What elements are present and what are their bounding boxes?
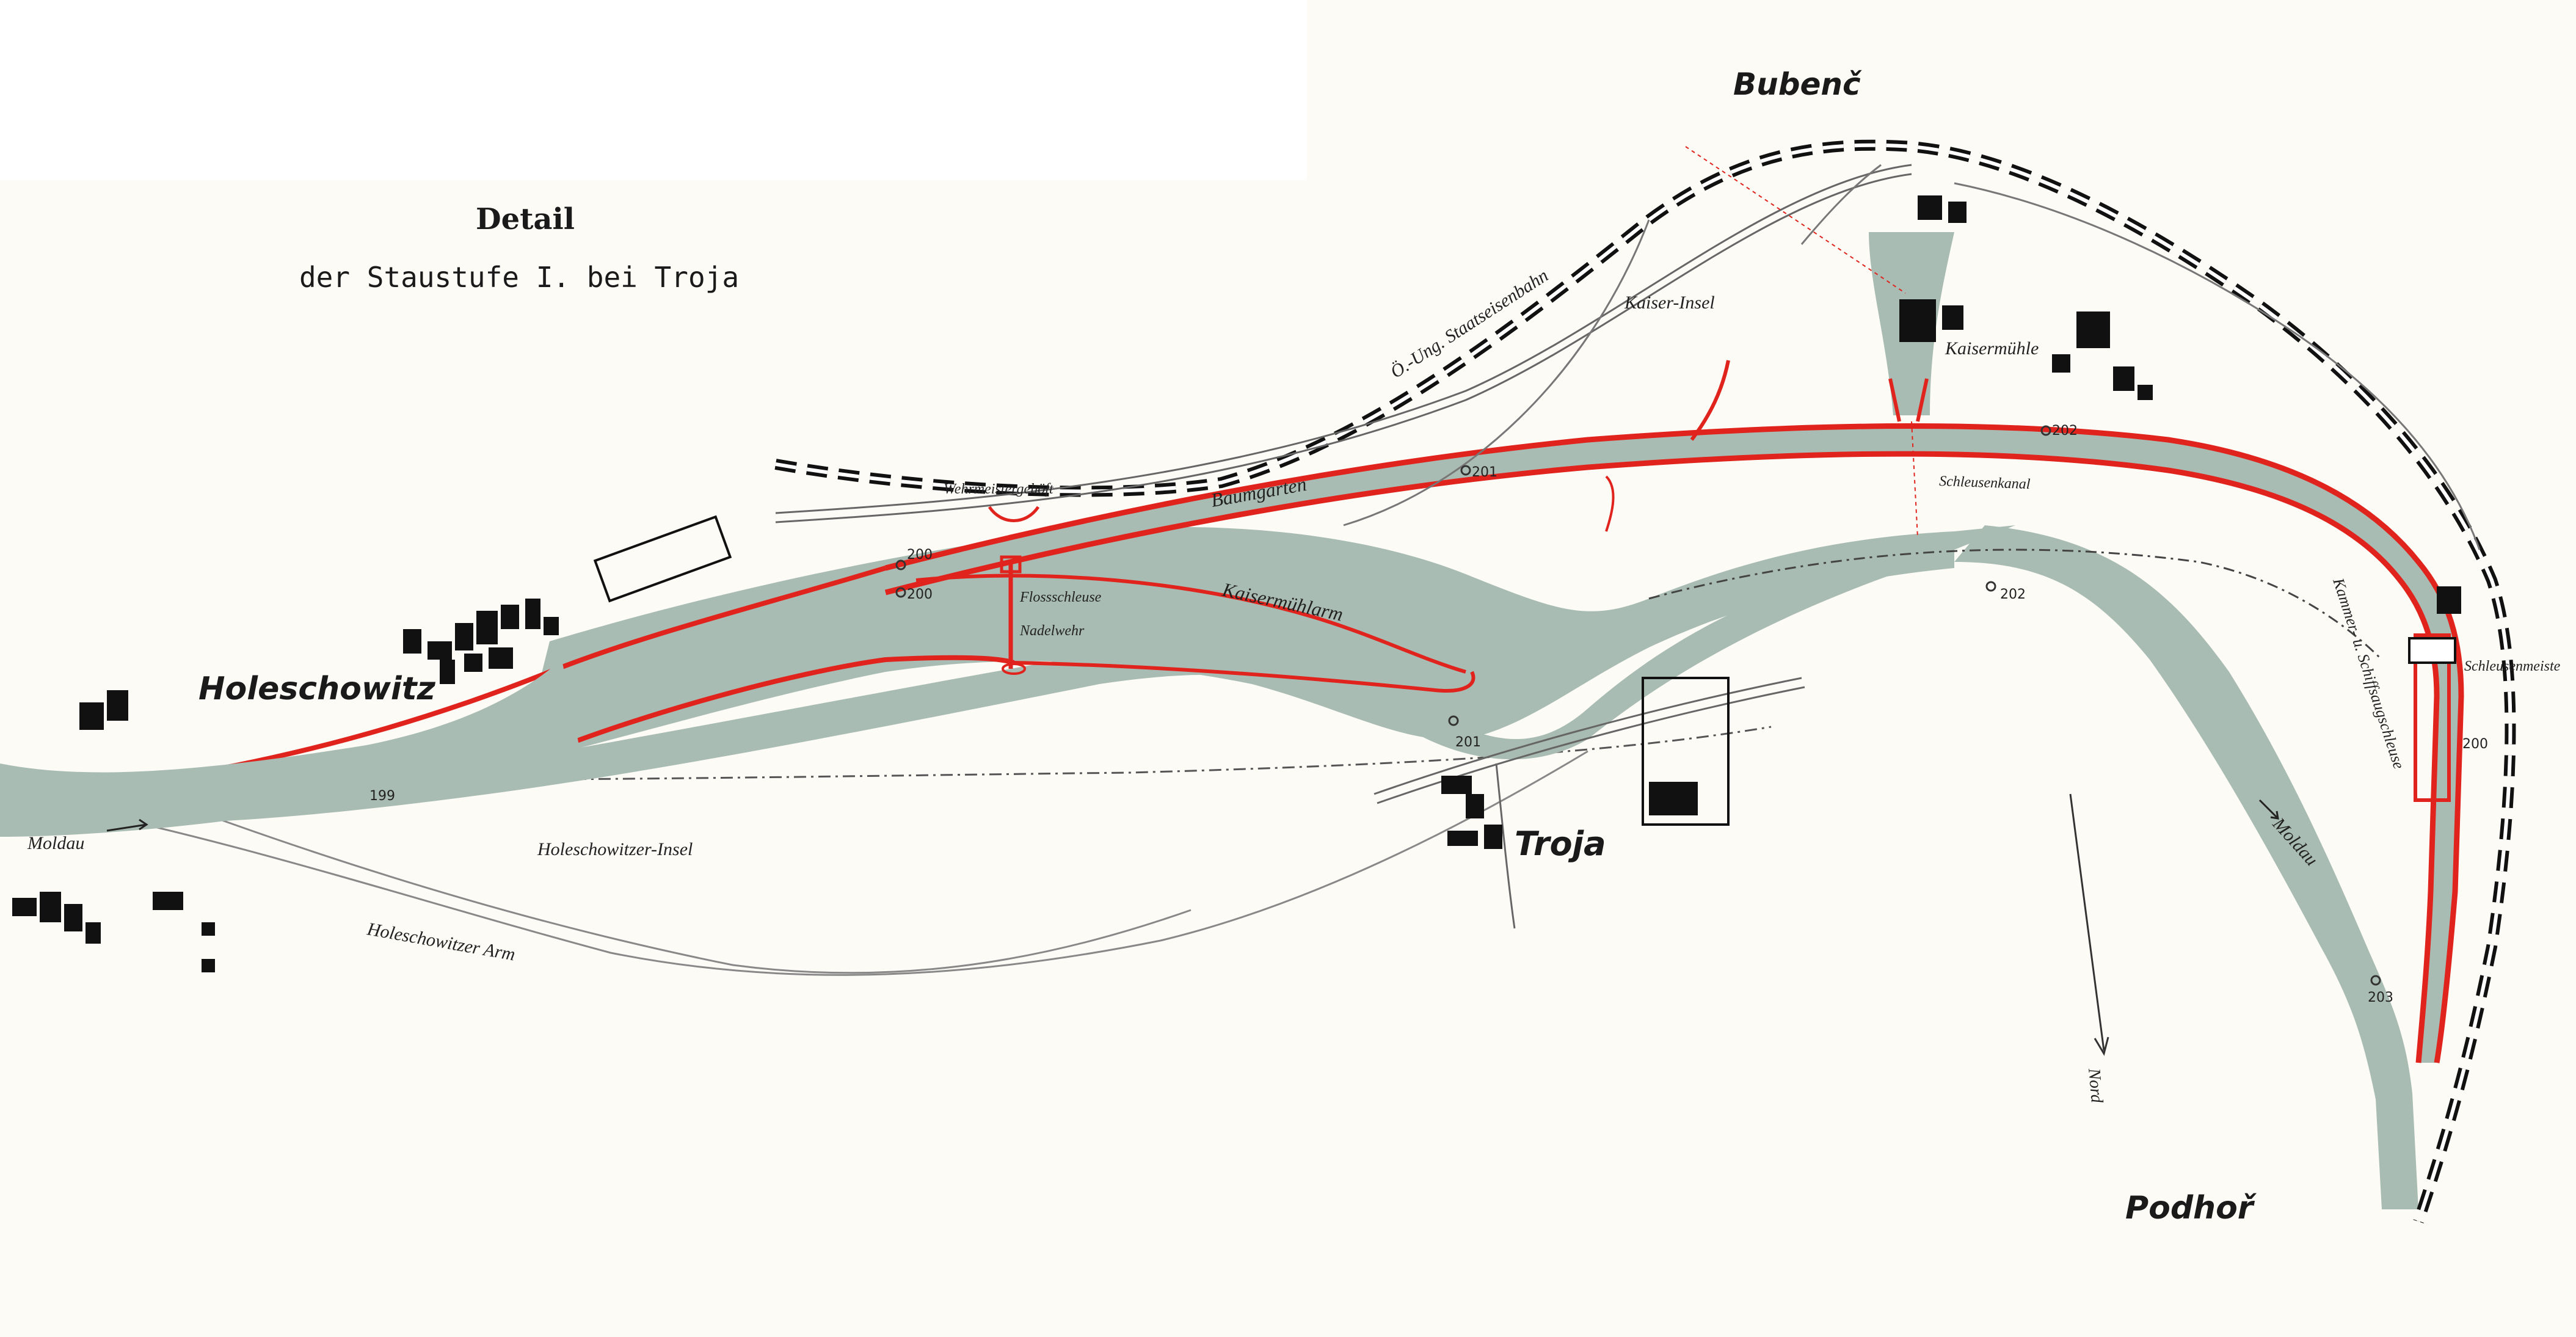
label-nadelwehr: Nadelwehr <box>1019 623 1085 639</box>
km-200-a: 200 <box>907 547 933 563</box>
label-kaiser-insel: Kaiser-Insel <box>1624 293 1715 313</box>
label-flossschleuse: Flossschleuse <box>1019 589 1102 605</box>
bridge-line-1 <box>1685 146 1906 294</box>
flow-arrow-west <box>106 818 148 832</box>
buildings <box>12 195 2461 972</box>
holeschowitzer-arm-outline-2 <box>183 805 1192 974</box>
km-200-c: 200 <box>2462 737 2488 752</box>
road-troja-2 <box>1377 686 1805 804</box>
road-kaiser-insel <box>1343 219 1650 526</box>
place-troja: Troja <box>1515 825 1606 863</box>
title-line1: Detail <box>476 202 575 236</box>
title-line2: der Staustufe I. bei Troja <box>299 261 739 294</box>
road-north-2 <box>775 173 1912 523</box>
kaisermuehlarm-edge <box>915 574 1466 674</box>
flossschleuse-mark <box>1000 555 1022 574</box>
label-moldau-west: Moldau <box>27 833 84 853</box>
kammerschleuse <box>2414 633 2451 802</box>
place-bubenc: Bubenč <box>1733 67 1862 102</box>
bridge-line-2 <box>1911 421 1918 538</box>
flow-arrow-east <box>2258 799 2279 820</box>
km-200-b: 200 <box>907 587 933 602</box>
moldau-river-east <box>1954 525 2418 1209</box>
km-labels: 199 200 200 201 201 202 202 203 200 <box>369 423 2488 1005</box>
moldau-river-west <box>0 525 2015 823</box>
km-199: 199 <box>369 789 395 804</box>
railway-track-inner <box>775 143 2512 1222</box>
baumgarten-spur <box>1605 475 1615 532</box>
moldau-river-body <box>519 526 1954 763</box>
wehrmeister-inlet <box>988 506 1040 522</box>
road-east <box>1954 182 2481 550</box>
label-schleusenmeister: Schleusenmeiste <box>2464 658 2561 674</box>
road-kaisermuehle <box>1800 164 1882 245</box>
label-wehrmeistergehoeft: Wehrmeistergehöft <box>944 481 1054 497</box>
kaisermuehle-inlet-edge-2 <box>1916 378 1929 422</box>
label-holeschowitzer-insel: Holeschowitzer-Insel <box>537 839 693 859</box>
place-podhor: Podhoř <box>2125 1190 2257 1226</box>
holeschowitzer-arm-outline <box>60 750 1588 976</box>
nord-arrowhead <box>2094 1036 2109 1056</box>
kaiser-insel-spur <box>1690 360 1730 441</box>
km-201-b: 201 <box>1472 465 1497 480</box>
dash-dot-boundary <box>1648 548 2383 661</box>
kaisermuehlarm-embankment <box>1013 661 1475 693</box>
place-holeschowitz: Holeschowitz <box>198 671 436 707</box>
holeschowitz-embankment-main <box>548 655 1015 754</box>
moldau-river-west-fill <box>0 660 580 837</box>
nord-arrow <box>2069 793 2105 1051</box>
kammerschleuse-inner <box>2408 637 2456 664</box>
nadelwehr-end <box>1002 663 1026 675</box>
label-schleusenkanal: Schleusenkanal <box>1939 473 2031 492</box>
km-202-a: 202 <box>2052 423 2078 439</box>
canal-edge-north <box>884 423 2464 1063</box>
schleusenkanal-water <box>886 426 2461 1063</box>
factory-outline <box>593 515 1730 826</box>
label-nord: Nord <box>2084 1067 2106 1104</box>
road-troja-south <box>1495 763 1516 929</box>
km-202-b: 202 <box>2000 587 2026 602</box>
label-kaisermuehle: Kaisermühle <box>1945 338 2039 359</box>
km-203: 203 <box>2368 990 2393 1005</box>
canal-edge-south <box>884 451 2440 1063</box>
road-troja <box>1374 677 1802 795</box>
kaisermuehle-inlet-edge <box>1888 378 1901 422</box>
road-north <box>775 164 1912 514</box>
km-201-a: 201 <box>1455 735 1481 750</box>
km-markers <box>895 425 2381 986</box>
